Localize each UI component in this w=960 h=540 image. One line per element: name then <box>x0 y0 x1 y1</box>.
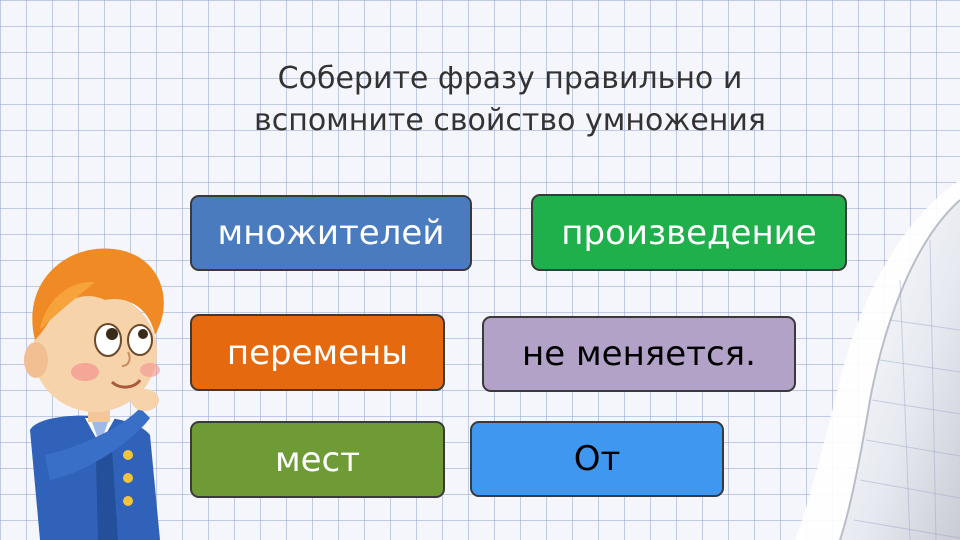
word-card-ot[interactable]: От <box>470 421 724 497</box>
card-label: перемены <box>226 332 409 373</box>
word-card-proizvedenie[interactable]: произведение <box>531 194 847 271</box>
slide-title: Соберите фразу правильно и вспомните сво… <box>230 58 790 142</box>
title-line-1: Соберите фразу правильно и <box>277 61 743 96</box>
cartoon-boy-illustration <box>24 248 164 540</box>
word-card-peremeny[interactable]: перемены <box>190 314 445 391</box>
card-label: не меняется. <box>522 334 756 374</box>
word-card-mnozhiteley[interactable]: множителей <box>190 195 472 271</box>
card-label: От <box>573 439 621 479</box>
card-label: мест <box>274 439 361 480</box>
card-label: произведение <box>561 212 817 253</box>
title-line-2: вспомните свойство умножения <box>254 103 766 138</box>
word-card-mest[interactable]: мест <box>190 421 445 498</box>
card-label: множителей <box>217 213 445 253</box>
word-card-ne-menyaetsya[interactable]: не меняется. <box>482 316 796 392</box>
page-curl-decoration <box>795 180 960 540</box>
